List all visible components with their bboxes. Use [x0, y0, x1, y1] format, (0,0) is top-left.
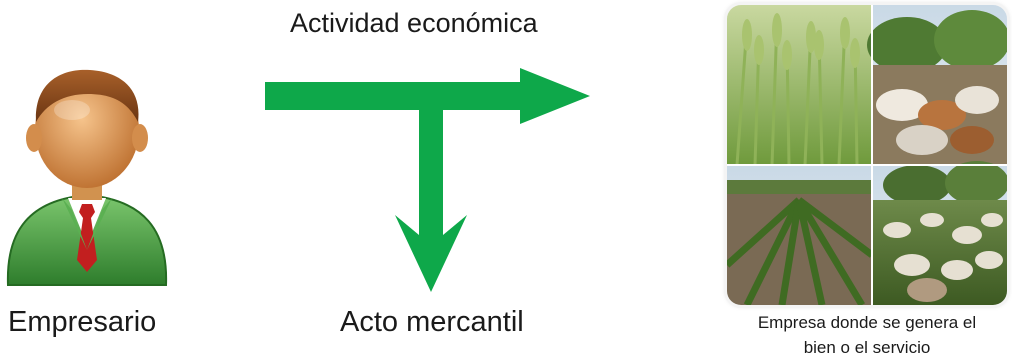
cattle-photo	[867, 5, 1007, 165]
flow-arrows	[265, 68, 590, 292]
company-caption: Empresa donde se genera el bien o el ser…	[722, 310, 1012, 360]
sheep-photo	[872, 161, 1007, 305]
arrow-right	[265, 68, 590, 124]
company-caption-line2: bien o el servicio	[803, 338, 931, 357]
company-caption-line1: Empresa donde se genera el	[757, 313, 977, 332]
wheat-photo	[727, 5, 872, 167]
arrow-down	[395, 110, 467, 292]
activity-label: Actividad económica	[290, 8, 538, 38]
businessman-icon	[6, 69, 168, 286]
farm-photo-collage	[727, 5, 1007, 305]
mercantile-act-label: Acto mercantil	[340, 306, 524, 338]
crop-field-photo	[727, 165, 875, 305]
entrepreneur-label: Empresario	[8, 306, 157, 338]
